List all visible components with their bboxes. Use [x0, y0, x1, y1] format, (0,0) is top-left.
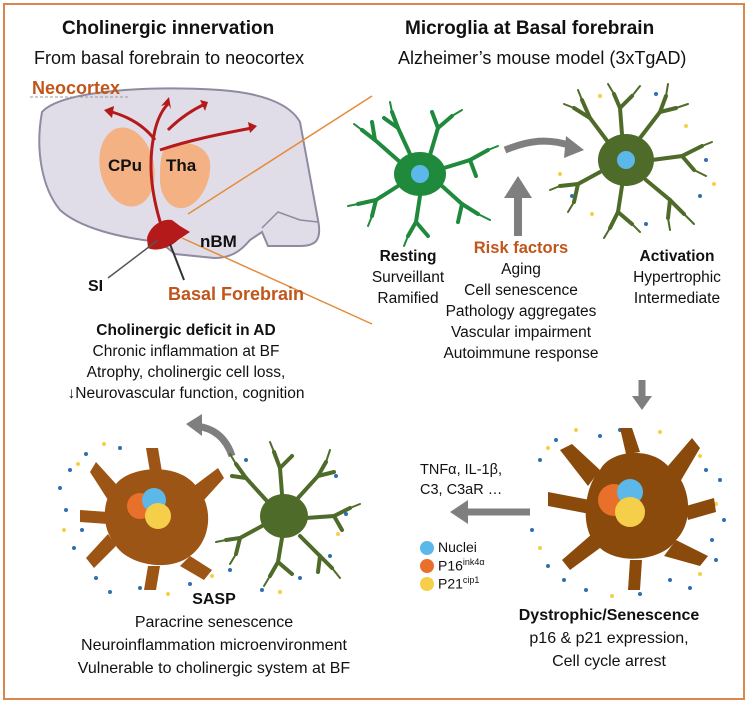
- legend-markers: [420, 541, 434, 591]
- resting-microglia: [347, 101, 499, 247]
- dystrophic-line: Cell cycle arrest: [552, 653, 666, 670]
- cholinergic-projections: [111, 102, 253, 229]
- diagram-frame: [3, 3, 745, 700]
- tha-region: [160, 143, 211, 209]
- resting-title: Resting: [379, 248, 437, 265]
- zoom-line-bottom: [181, 237, 373, 325]
- resting-line: Ramified: [377, 290, 439, 307]
- risk-factor-item: Autoimmune response: [443, 345, 599, 362]
- right-title: Microglia at Basal forebrain: [405, 18, 655, 39]
- arrow-resting-to-activation: [503, 137, 574, 154]
- activated-microglia: [549, 83, 713, 239]
- activation-title: Activation: [639, 248, 715, 265]
- deficit-line: ↓Neurovascular function, cognition: [67, 385, 305, 402]
- sasp-title: SASP: [192, 591, 236, 608]
- sasp-cluster: [58, 442, 348, 596]
- basal-forebrain-nucleus: [147, 219, 190, 250]
- legend-nuclei-dot: [420, 541, 434, 555]
- right-subtitle: Alzheimer’s mouse model (3xTgAD): [398, 48, 687, 68]
- dystrophic-block: Dystrophic/Senescence p16 & p21 expressi…: [490, 604, 728, 673]
- projection-arrowheads: [104, 97, 257, 133]
- deficit-line: Atrophy, cholinergic cell loss,: [86, 364, 286, 381]
- legend-p21-dot: [420, 577, 434, 591]
- sasp-line: Vulnerable to cholinergic system at BF: [77, 660, 351, 677]
- left-title: Cholinergic innervation: [62, 18, 275, 39]
- cpu-label: CPu: [108, 156, 142, 175]
- brain-section: [30, 87, 321, 281]
- legend-p16: P16ink4α: [438, 557, 485, 574]
- risk-factors-block: Risk factors Aging Cell senescence Patho…: [440, 238, 602, 364]
- legend-p16-sup: ink4α: [462, 557, 485, 567]
- nbm-label: nBM: [200, 232, 237, 251]
- left-subtitle: From basal forebrain to neocortex: [34, 48, 305, 68]
- activation-block: Activation Hypertrophic Intermediate: [612, 246, 742, 309]
- risk-factor-item: Cell senescence: [464, 282, 578, 299]
- deficit-block: Cholinergic deficit in AD Chronic inflam…: [22, 320, 350, 404]
- zoom-line-top: [187, 95, 373, 215]
- sasp-line: Paracrine senescence: [134, 614, 294, 631]
- neocortex-label: Neocortex: [32, 78, 121, 98]
- cytokines-block: TNFα, IL-1β, C3, C3aR …: [420, 460, 502, 500]
- risk-factor-item: Pathology aggregates: [445, 303, 597, 320]
- legend-p21-sup: cip1: [462, 575, 480, 585]
- basal-forebrain-label: Basal Forebrain: [168, 284, 305, 304]
- resting-block: Resting Surveillant Ramified: [350, 246, 466, 309]
- cpu-region: [99, 127, 155, 207]
- sasp-line: Neuroinflammation microenvironment: [81, 637, 347, 654]
- legend-nuclei: Nuclei: [438, 539, 477, 555]
- cytokines-line: TNFα, IL-1β,: [420, 462, 502, 478]
- activation-dots: [558, 92, 716, 226]
- legend-p21-label: P21: [438, 575, 463, 592]
- legend-p16-label: P16: [438, 557, 463, 574]
- risk-factors-title: Risk factors: [473, 239, 569, 257]
- activation-line: Hypertrophic: [633, 269, 721, 286]
- dystrophic-title: Dystrophic/Senescence: [518, 607, 700, 624]
- si-label: SI: [88, 278, 104, 295]
- legend-p16-dot: [420, 559, 434, 573]
- deficit-title: Cholinergic deficit in AD: [96, 322, 276, 339]
- activation-line: Intermediate: [633, 290, 721, 307]
- legend-p21: P21cip1: [438, 575, 479, 592]
- deficit-line: Chronic inflammation at BF: [92, 343, 280, 360]
- sasp-block: SASP Paracrine senescence Neuroinflammat…: [24, 588, 404, 680]
- resting-line: Surveillant: [371, 269, 445, 286]
- dystrophic-line: p16 & p21 expression,: [529, 630, 689, 647]
- cytokines-line: C3, C3aR …: [420, 482, 503, 498]
- dystrophic-microglia: [530, 428, 726, 598]
- sasp-olive-microglia: [215, 441, 361, 587]
- risk-factor-item: Aging: [501, 261, 541, 278]
- tha-label: Tha: [166, 156, 197, 175]
- risk-factor-item: Vascular impairment: [450, 324, 592, 341]
